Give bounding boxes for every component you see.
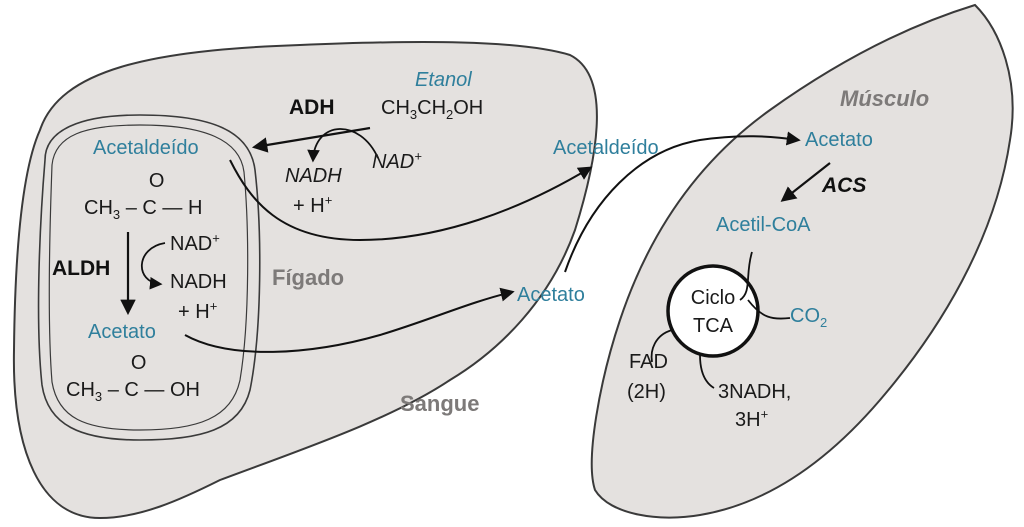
nadh-muscle-label-line2: 3H+ [735,406,769,431]
tca-cycle-label-line2: TCA [693,315,733,337]
tca-cycle-label-line1: Ciclo [690,287,736,309]
acetate-blood-label: Acetato [517,284,585,306]
nadh-muscle-label-line1: 3NADH, [718,381,792,403]
muscle-region-label: Músculo [840,86,930,111]
liver-shape [12,41,598,520]
nad-plus-label: NAD+ [372,148,422,173]
adh-cofactor-arrow [307,128,379,163]
acetyl-coa-label: Acetil-CoA [716,214,811,236]
adh-enzyme-label: ADH [289,96,335,119]
acetate-liver-label: Acetato [88,321,156,343]
acetyl-coa-input-curve [739,251,753,301]
acs-arrow [780,162,831,202]
h-plus-2-label: + H+ [178,298,218,323]
acetaldehyde-blood-label: Acetaldeído [553,137,659,159]
nad-plus-2-label: NAD+ [170,230,220,255]
tca-cycle-circle [666,264,760,358]
ethanol-formula: CH3CH2OH [381,97,484,122]
acetaldehyde-export-arrow [229,159,593,242]
acetaldehyde-formula: CH3 – C O — H [84,170,203,222]
h-plus-label: + H+ [293,192,333,217]
blood-region-label: Sangue [400,391,480,416]
mitochondrion-outer [37,114,261,441]
acs-enzyme-label: ACS [822,174,867,197]
acetate-export-arrow [184,287,515,353]
co2-label: CO2 [790,305,828,330]
acetate-formula: CH3 – C O — OH [66,352,200,404]
aldh-enzyme-label: ALDH [52,257,111,280]
ethanol-label: Etanol [415,69,472,91]
nadh-curve [699,354,715,389]
muscle-shape [590,3,1014,519]
fad-label-line1: FAD [629,351,668,373]
mitochondrion-inner [48,124,249,431]
acetate-muscle-label: Acetato [805,129,873,151]
co2-output-curve [747,299,791,320]
nadh-label: NADH [285,165,342,187]
nadh-2-label: NADH [170,271,227,293]
acetate-import-arrow [564,131,801,273]
fad-label-line2: (2H) [627,381,666,403]
fad-curve [650,329,673,363]
liver-region-label: Fígado [272,265,345,290]
aldh-cofactor-arrow [140,242,166,290]
acetaldehyde-liver-label: Acetaldeído [93,137,199,159]
